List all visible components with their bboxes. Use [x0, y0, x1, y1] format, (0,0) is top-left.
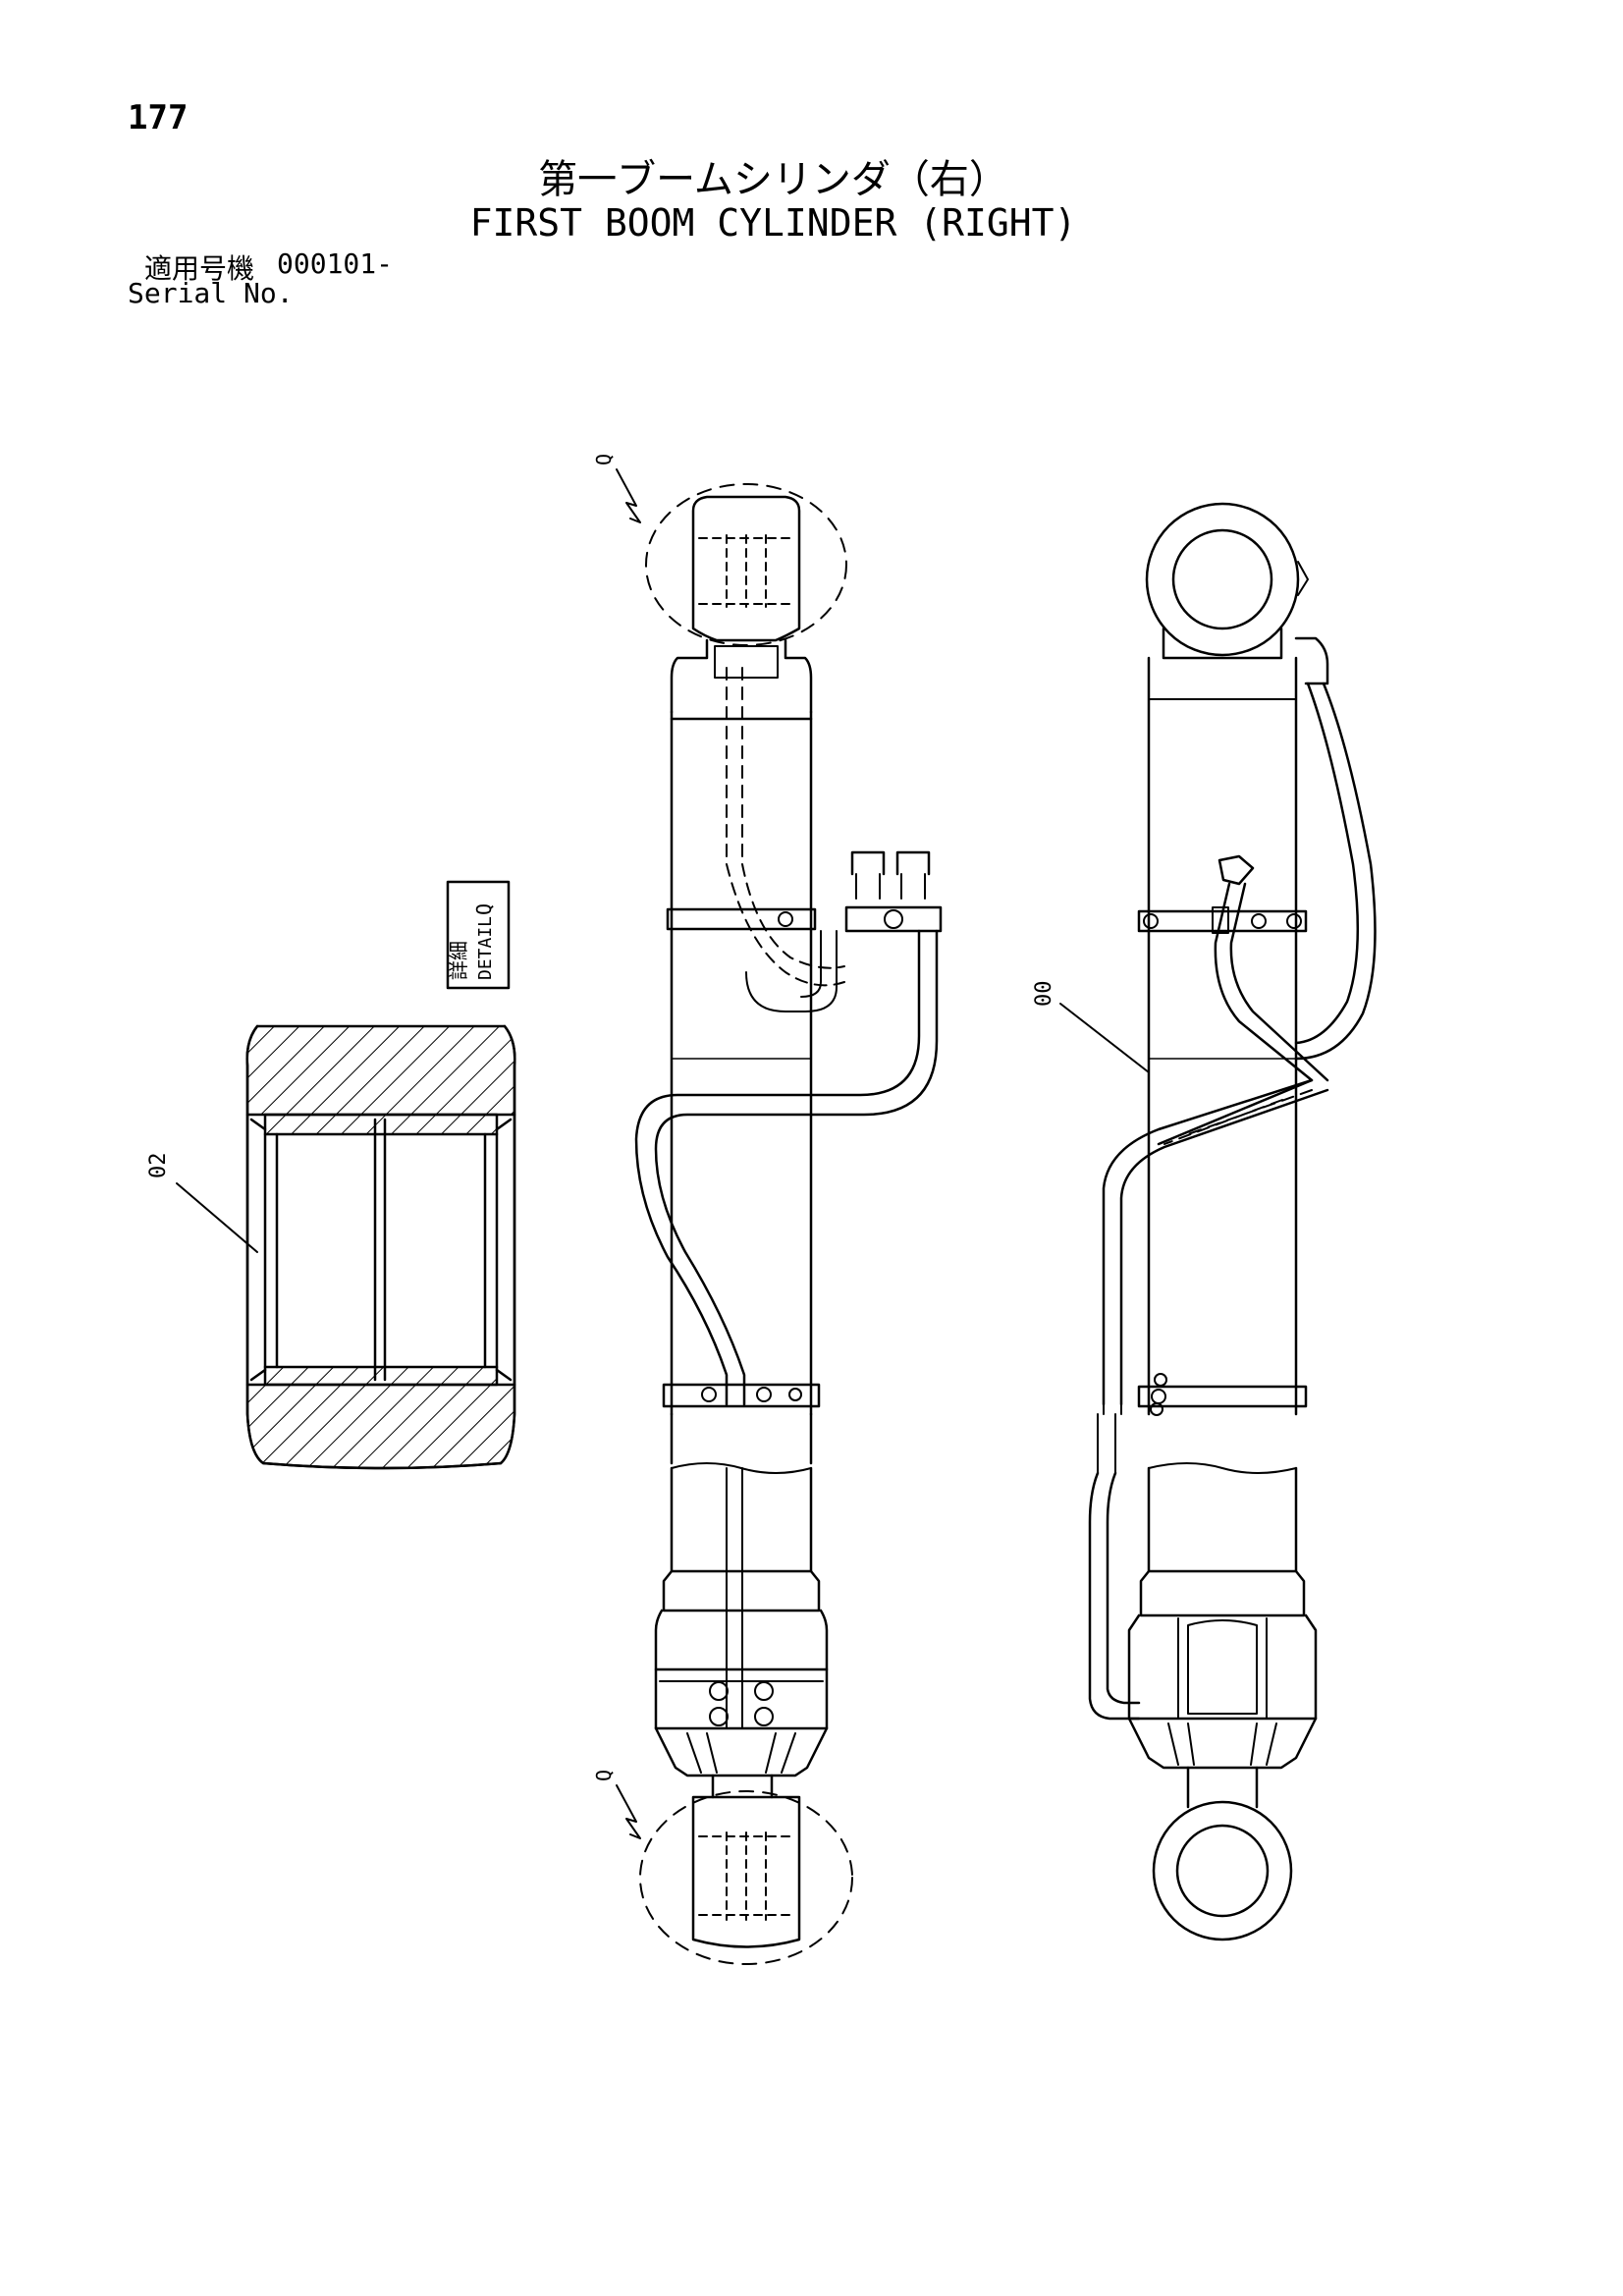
cylinder-side-view: 00 [1032, 502, 1377, 1941]
callout-detail-q-top: Q [592, 454, 616, 465]
serial-label-japanese: 適用号機 [144, 252, 255, 285]
page-number: 177 [128, 98, 189, 137]
title-english: FIRST BOOM CYLINDER (RIGHT) [469, 201, 1077, 245]
detail-tag: 詳細 DETAIL Q [446, 880, 511, 990]
detail-tag-letter: Q [472, 903, 496, 915]
detail-tag-jp: 詳細 [447, 941, 470, 980]
detail-tag-en: DETAIL [475, 916, 496, 980]
serial-label-english: Serial No. [128, 277, 294, 309]
cylinder-front-view: Q Q [592, 454, 943, 1965]
callout-part-02: 02 [146, 1153, 171, 1179]
title-japanese: 第一ブームシリンダ（右） [538, 157, 1008, 202]
serial-number-value: 000101- [277, 247, 394, 280]
detail-q-section: 02 [146, 1024, 516, 1470]
callout-detail-q-bottom: Q [592, 1770, 616, 1781]
callout-part-00: 00 [1032, 981, 1056, 1008]
